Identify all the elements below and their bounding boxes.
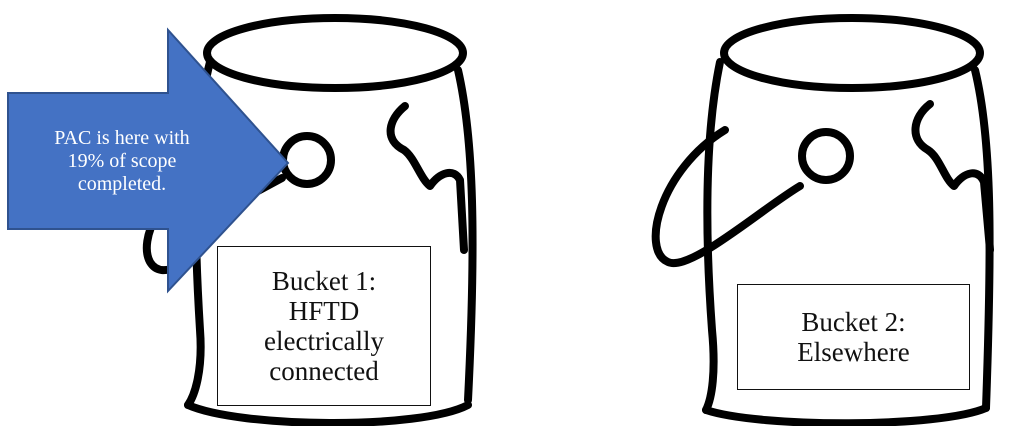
pac-arrow-line-2: 19% of scope xyxy=(67,149,177,172)
bucket-1-label: Bucket 1: HFTD electrically connected xyxy=(217,246,431,406)
pac-arrow-text: PAC is here with 19% of scope completed. xyxy=(22,112,222,210)
bucket-1-label-line-2: HFTD xyxy=(288,295,360,326)
bucket-2-label: Bucket 2: Elsewhere xyxy=(737,284,970,390)
pac-arrow xyxy=(7,27,290,294)
bucket-1-right-side xyxy=(454,66,477,404)
bucket-1-top-rim xyxy=(203,14,467,92)
bucket-2-handle xyxy=(651,126,804,268)
bucket-1-drips xyxy=(386,102,468,254)
bucket-1-label-line-1: Bucket 1: xyxy=(271,265,377,296)
pac-arrow-line-3: completed. xyxy=(77,172,167,195)
bucket-1 xyxy=(142,14,477,426)
bucket-1-label-line-3: electrically xyxy=(264,326,384,356)
bucket-2-label-line-2: Elsewhere xyxy=(797,337,910,367)
bucket-2-label-line-1: Bucket 2: xyxy=(801,306,906,337)
bucket-2-left-side xyxy=(702,58,724,414)
bucket-2-bottom xyxy=(702,404,990,426)
bucket-2-top-rim xyxy=(720,14,984,92)
bucket-2 xyxy=(651,14,994,426)
bucket-2-handle-ring xyxy=(798,128,854,184)
bucket-2-drips xyxy=(911,100,994,254)
bucket-1-bottom xyxy=(184,401,472,426)
bucket-1-handle-ring xyxy=(279,132,335,188)
bucket-1-label-line-4: connected xyxy=(269,356,379,387)
pac-arrow-line-1: PAC is here with xyxy=(54,126,190,149)
